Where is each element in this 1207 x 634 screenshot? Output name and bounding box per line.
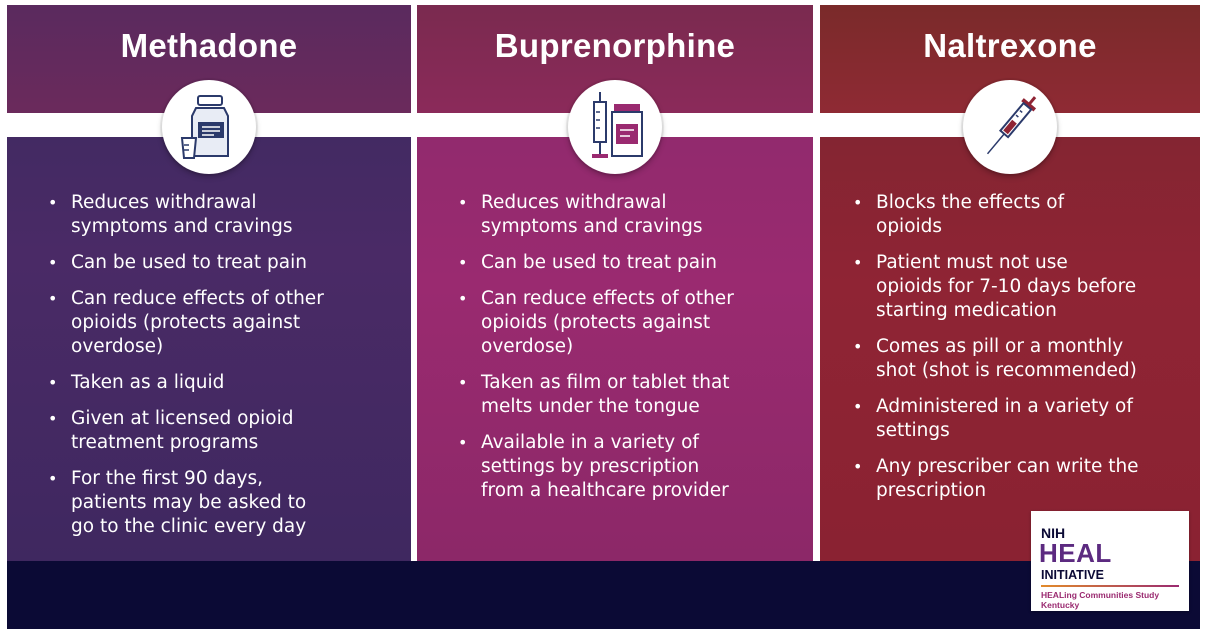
nih-heal-logo: NIH HEAL INITIATIVE HEALing Communities …: [1031, 511, 1189, 611]
syringe-and-pill-bottle-icon: [568, 80, 662, 174]
list-item: •Taken as a liquid: [48, 372, 225, 393]
medicine-bottle-cup-icon: [162, 80, 256, 174]
list-item: •Can be used to treat pain: [458, 252, 717, 273]
logo-divider: [1041, 585, 1179, 587]
logo-heal: HEAL: [1039, 538, 1112, 568]
column-title: Naltrexone: [923, 27, 1097, 64]
list-item: •Can be used to treat pain: [48, 252, 307, 273]
syringe-icon: [963, 80, 1057, 174]
logo-nih: NIH: [1041, 525, 1066, 541]
column-title: Buprenorphine: [494, 27, 736, 64]
footer-band: [7, 561, 1200, 629]
logo-initiative: INITIATIVE: [1041, 568, 1104, 582]
column-title: Methadone: [120, 27, 298, 64]
list-item: •For the first 90 days,patients may be a…: [48, 468, 307, 537]
